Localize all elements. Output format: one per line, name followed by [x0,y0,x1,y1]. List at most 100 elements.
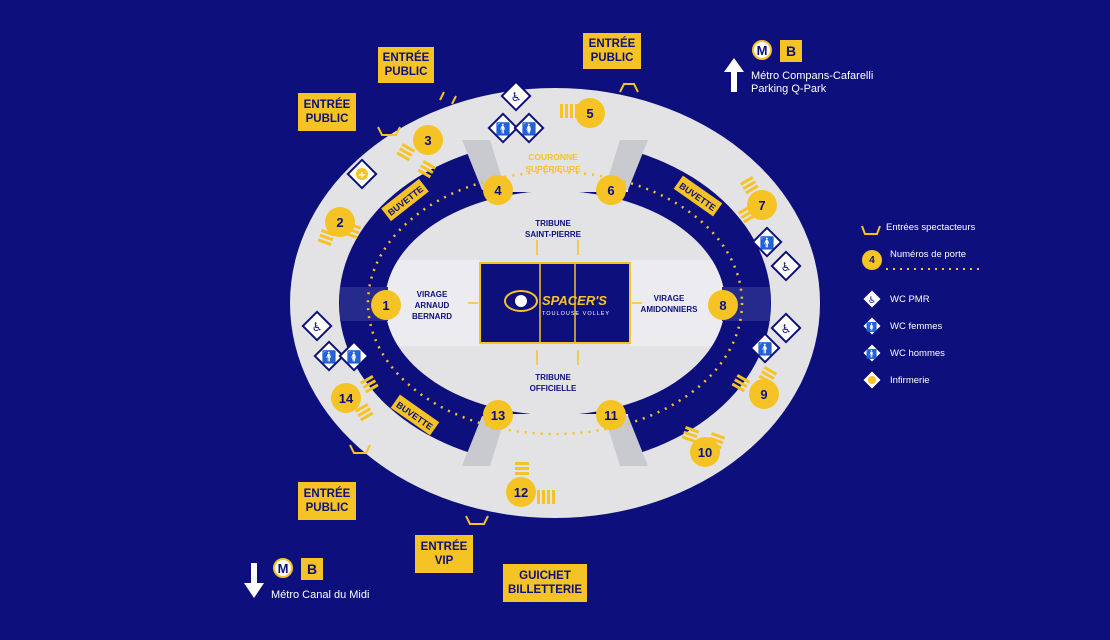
svg-text:+: + [358,170,366,181]
svg-text:🚺: 🚺 [347,350,362,364]
gate-8[interactable]: 8 [708,290,738,320]
svg-text:14: 14 [339,391,354,406]
svg-text:🚹: 🚹 [322,350,337,364]
svg-text:♿: ♿ [781,260,792,274]
virage-arnaud-bernard-label: VIRAGE [417,290,448,299]
svg-text:♿: ♿ [511,90,522,104]
svg-text:9: 9 [760,387,767,402]
metro-bottom-text: Métro Canal du Midi [271,589,370,601]
svg-text:6: 6 [607,183,614,198]
svg-text:🚹: 🚹 [496,122,511,136]
gate-14[interactable]: 14 [331,383,361,413]
svg-text:SAINT-PIERRE: SAINT-PIERRE [525,230,582,239]
wc-hommes-icon: 🚹 [313,340,345,372]
svg-text:TOULOUSE VOLLEY: TOULOUSE VOLLEY [542,311,610,317]
wc-hommes-icon: 🚹 [487,112,519,144]
legend-wc-femmes: 🚺 WC femmes [862,316,942,336]
svg-text:🚺: 🚺 [866,321,877,333]
svg-text:♿: ♿ [781,322,792,336]
metro-line-b-badge: B [301,558,323,580]
infirmerie-icon: + [346,158,378,190]
svg-text:♿: ♿ [312,320,323,334]
wc-femmes-icon: 🚺 [338,340,370,372]
infirmerie-icon [862,370,882,390]
svg-text:4: 4 [494,183,502,198]
wc-pmr-icon: ♿ [500,80,532,112]
facility-icons: ♿ 🚹 🚺 + 🚹 ♿ ♿ 🚹 ♿ 🚹 🚺 [301,80,802,372]
svg-text:BERNARD: BERNARD [412,312,452,321]
legend-numeros: 4 Numéros de porte [862,249,966,270]
wc-hommes-icon: 🚹 [862,343,882,363]
stand-sectors [478,140,632,466]
gate-9[interactable]: 9 [749,379,779,409]
gate-13[interactable]: 13 [483,400,513,430]
legend-wc-hommes: 🚹 WC hommes [862,343,945,363]
wc-pmr-icon: ♿ [770,312,802,344]
svg-text:3: 3 [424,133,431,148]
metro-top-badges: M B [752,40,802,62]
gate-3[interactable]: 3 [413,125,443,155]
tribune-saint-pierre-label: TRIBUNE [535,219,571,228]
legend-entrees: Entrées spectacteurs [886,222,976,233]
svg-text:SPACER'S: SPACER'S [542,293,607,308]
svg-text:ARNAUD: ARNAUD [415,301,450,310]
door-dotted-ring [366,170,744,436]
svg-text:🚹: 🚹 [760,236,775,250]
virage-amidonniers-label: VIRAGE [654,294,685,303]
couronne-superieure-label: COURONNE [528,152,578,162]
spectator-entry-markers [349,83,639,525]
gate-6[interactable]: 6 [596,175,626,205]
svg-text:SUPÉRIEURE: SUPÉRIEURE [525,164,581,174]
gate-2[interactable]: 2 [325,207,355,237]
tribune-officielle-label: TRIBUNE [535,373,571,382]
svg-text:8: 8 [719,298,726,313]
svg-text:11: 11 [604,408,618,423]
wc-hommes-icon: 🚹 [751,226,783,258]
gate-5[interactable]: 5 [575,98,605,128]
down-arrow-icon [244,563,264,598]
wc-femmes-icon: 🚺 [513,112,545,144]
metro-line-b-badge: B [780,40,802,62]
svg-text:12: 12 [514,485,528,500]
gate-4[interactable]: 4 [483,175,513,205]
svg-text:🚺: 🚺 [522,122,537,136]
gate-10[interactable]: 10 [690,437,720,467]
svg-text:2: 2 [336,215,343,230]
metro-bottom-badges: M B [273,558,323,580]
svg-text:1: 1 [382,298,389,313]
svg-text:10: 10 [698,445,712,460]
svg-text:AMIDONNIERS: AMIDONNIERS [641,305,699,314]
metro-m-icon: M [273,558,293,578]
svg-text:🚹: 🚹 [866,348,877,360]
wc-hommes-icon: 🚹 [749,332,781,364]
legend-infirmerie: Infirmerie [862,370,930,390]
svg-text:🚹: 🚹 [758,342,773,356]
gate-1[interactable]: 1 [371,290,401,320]
gate-7[interactable]: 7 [747,190,777,220]
up-arrow-icon [724,58,744,92]
svg-text:7: 7 [758,198,765,213]
svg-text:OFFICIELLE: OFFICIELLE [530,384,577,393]
gates: 1 2 3 4 5 6 7 8 9 10 11 12 13 14 [325,98,779,507]
metro-m-icon: M [752,40,772,60]
svg-text:13: 13 [491,408,505,423]
spacers-logo: SPACER'S TOULOUSE VOLLEY [504,290,610,317]
wc-pmr-icon: ♿ [770,250,802,282]
door-number-icon: 4 [862,250,882,270]
legend-graphics [861,225,980,270]
gate-12[interactable]: 12 [506,477,536,507]
gate-11[interactable]: 11 [596,400,626,430]
legend-wc-pmr: ♿ WC PMR [862,289,930,309]
svg-text:♿: ♿ [868,296,876,306]
entry-hatches [317,104,778,504]
metro-top-text: Métro Compans-Cafarelli Parking Q-Park [751,70,874,95]
wc-pmr-icon: ♿ [862,289,882,309]
wc-pmr-icon: ♿ [301,310,333,342]
svg-text:5: 5 [586,106,593,121]
